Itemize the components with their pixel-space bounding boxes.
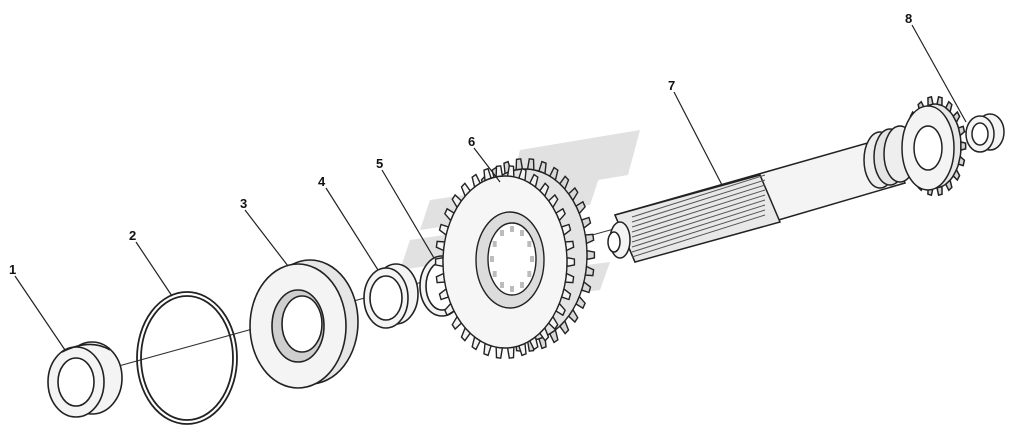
shaft-spline [631,189,766,233]
end-gear-tooth [927,95,934,107]
shaft-spline [631,174,766,218]
end-gear-tooth [952,110,961,124]
end-gear-tooth [957,155,966,167]
gear-spline [492,271,497,277]
leader-5 [381,169,435,259]
gear-spline [520,230,524,237]
callout-7: 7 [668,78,675,93]
gear-spline [510,226,514,232]
shaft-spline [631,184,766,228]
end-gear-tooth [957,125,966,137]
gear-tooth [566,256,576,268]
end-gear-tooth [944,100,953,114]
gear-tooth [526,158,535,171]
leader-7 [673,91,723,186]
leader-8 [911,24,967,123]
shaft-spline [631,194,766,238]
leader-6 [473,147,501,183]
part-8-end-bushing [965,113,1005,153]
end-gear-tooth [960,141,967,151]
end-gear-tooth [936,185,943,197]
gear-spline [490,256,494,262]
callout-5: 5 [376,156,383,171]
gear-spline [500,281,504,288]
gear-spline [500,230,504,237]
shaft-spline [631,199,766,243]
callout-labels: 1 2 3 4 5 6 7 8 [9,11,912,277]
gear-spline [520,281,524,288]
shaft-spline [631,179,766,223]
callout-6: 6 [468,134,475,149]
part-2-snap-ring [136,291,238,425]
leader-lines [14,24,967,351]
part-7-splined-shaft [607,95,967,263]
callout-1: 1 [9,262,16,277]
gear-tooth [586,249,596,261]
callout-8: 8 [905,11,912,26]
callout-2: 2 [129,228,136,243]
gear-spline [530,256,534,262]
gear-spline [510,286,514,292]
leader-1 [14,275,66,351]
leader-3 [244,209,289,267]
end-gear-tooth [944,178,953,192]
gear-tooth [434,256,444,268]
gear-tooth [506,346,515,359]
callout-4: 4 [318,174,326,189]
leader-4 [325,187,379,271]
callout-3: 3 [240,196,247,211]
gear-spline [492,241,497,247]
end-gear-tooth [936,95,943,107]
gear-spline [527,241,532,247]
part-1-bushing [47,341,123,418]
leader-2 [135,241,173,297]
gear-tooth [495,165,504,178]
part-3-bearing [249,259,359,389]
part-6-spur-gear [434,158,596,359]
end-gear-tooth [952,168,961,182]
gear-tooth [506,165,515,178]
shaft-spline [631,214,766,258]
shaft-spline [631,209,766,253]
gear-tooth [495,346,504,359]
gear-spline [527,271,532,277]
shaft-spline [631,204,766,248]
part-4-spacer-sleeve [363,263,419,329]
